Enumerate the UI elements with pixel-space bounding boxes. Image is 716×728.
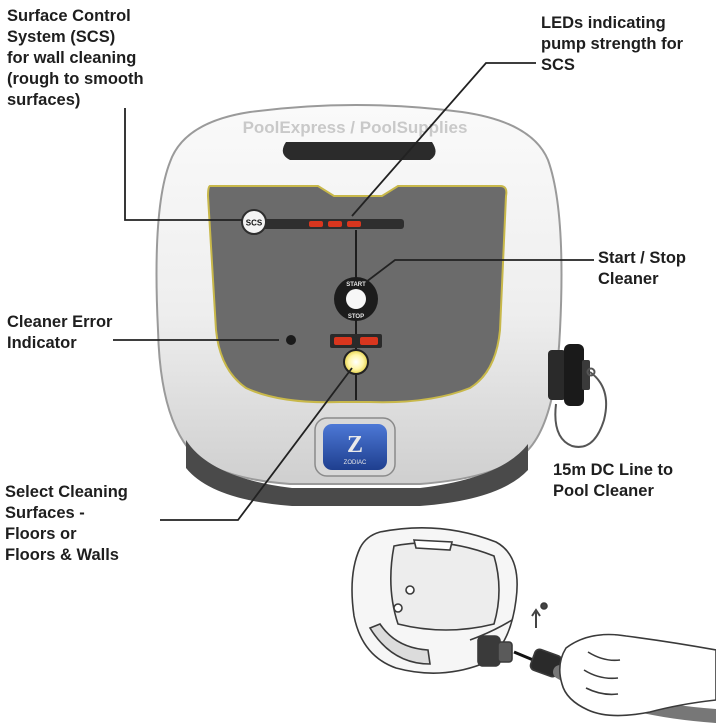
pump-led-3 <box>347 221 361 227</box>
start-label: START <box>346 282 366 288</box>
select-surfaces-leader <box>160 367 353 521</box>
pool-cleaner-illustration <box>351 526 716 723</box>
surface-led-floor <box>334 337 352 345</box>
logo-letter: Z <box>347 432 363 458</box>
scs-leader <box>124 108 242 221</box>
start-stop-callout: Start / Stop Cleaner <box>598 249 687 288</box>
error-indicator-callout: Cleaner Error Indicator <box>7 313 113 352</box>
start-stop-leader <box>365 259 594 283</box>
leds-leader <box>351 62 536 217</box>
logo-text: ZODIAC <box>344 460 367 466</box>
start-stop-center <box>346 289 366 309</box>
zodiac-logo: Z ZODIAC <box>314 417 396 477</box>
error-indicator-led <box>286 335 296 345</box>
dc-connector <box>548 344 608 448</box>
scs-button-label: SCS <box>246 219 263 228</box>
scs-button[interactable] <box>241 209 267 235</box>
leds-callout: LEDs indicating pump strength for SCS <box>541 14 684 74</box>
pump-led-1 <box>309 221 323 227</box>
dc-line-callout: 15m DC Line to Pool Cleaner <box>553 461 674 500</box>
select-surface-button[interactable] <box>343 349 369 375</box>
pump-led-2 <box>328 221 342 227</box>
leader-lines <box>113 62 594 521</box>
scs-callout: Surface Control System (SCS) for wall cl… <box>7 7 144 109</box>
stop-label: STOP <box>348 314 364 320</box>
watermark: PoolExpress / PoolSupplies <box>243 118 468 137</box>
surface-led-walls <box>360 337 378 345</box>
select-surfaces-callout: Select Cleaning Surfaces - Floors or Flo… <box>5 483 128 564</box>
